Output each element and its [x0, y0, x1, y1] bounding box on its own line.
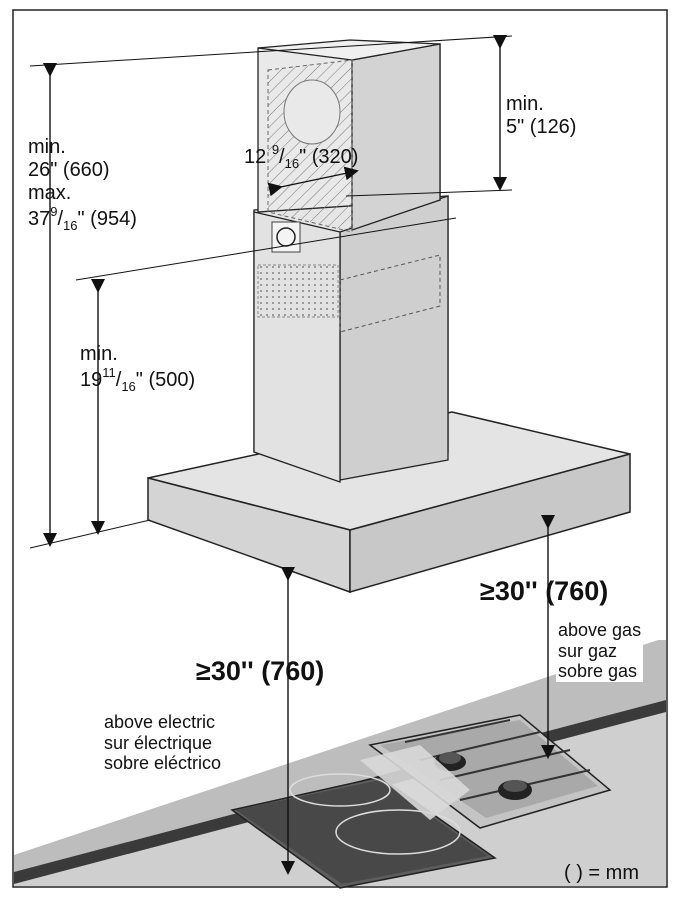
lower-chimney	[253, 195, 449, 483]
electric-clearance-value: ≥30'' (760)	[196, 656, 325, 686]
electric-clearance-text: above electric sur électrique sobre eléc…	[104, 712, 222, 774]
lower-min-value: 1911/16" (500)	[80, 365, 196, 394]
dimension-arrows	[43, 35, 555, 875]
ceiling-min-text: min.	[28, 136, 66, 158]
ceiling-min-value: 26" (660)	[28, 159, 110, 181]
ceiling-max-text: max.	[28, 182, 72, 204]
chimney-top-gap-label: min. 5" (126)	[506, 93, 576, 139]
chimney-top-gap-value: 5" (126)	[506, 116, 577, 138]
electric-cooktop	[230, 773, 497, 889]
gas-clearance-text: above gas sur gaz sobre gas	[556, 620, 644, 683]
chimney-width-label: 12 9/16" (320)	[244, 142, 359, 171]
lower-chimney-label: min. 1911/16" (500)	[80, 343, 195, 395]
ceiling-max-value: 379/16" (954)	[28, 204, 137, 233]
ceiling-to-canopy-label: min. 26" (660) max. 379/16" (954)	[28, 136, 137, 234]
lower-min-text: min.	[80, 343, 118, 365]
chimney-top-gap-min: min.	[506, 93, 544, 115]
reference-lines	[29, 35, 513, 549]
gas-clearance-value: ≥30'' (760)	[480, 576, 609, 606]
units-note: ( ) = mm	[564, 862, 639, 884]
